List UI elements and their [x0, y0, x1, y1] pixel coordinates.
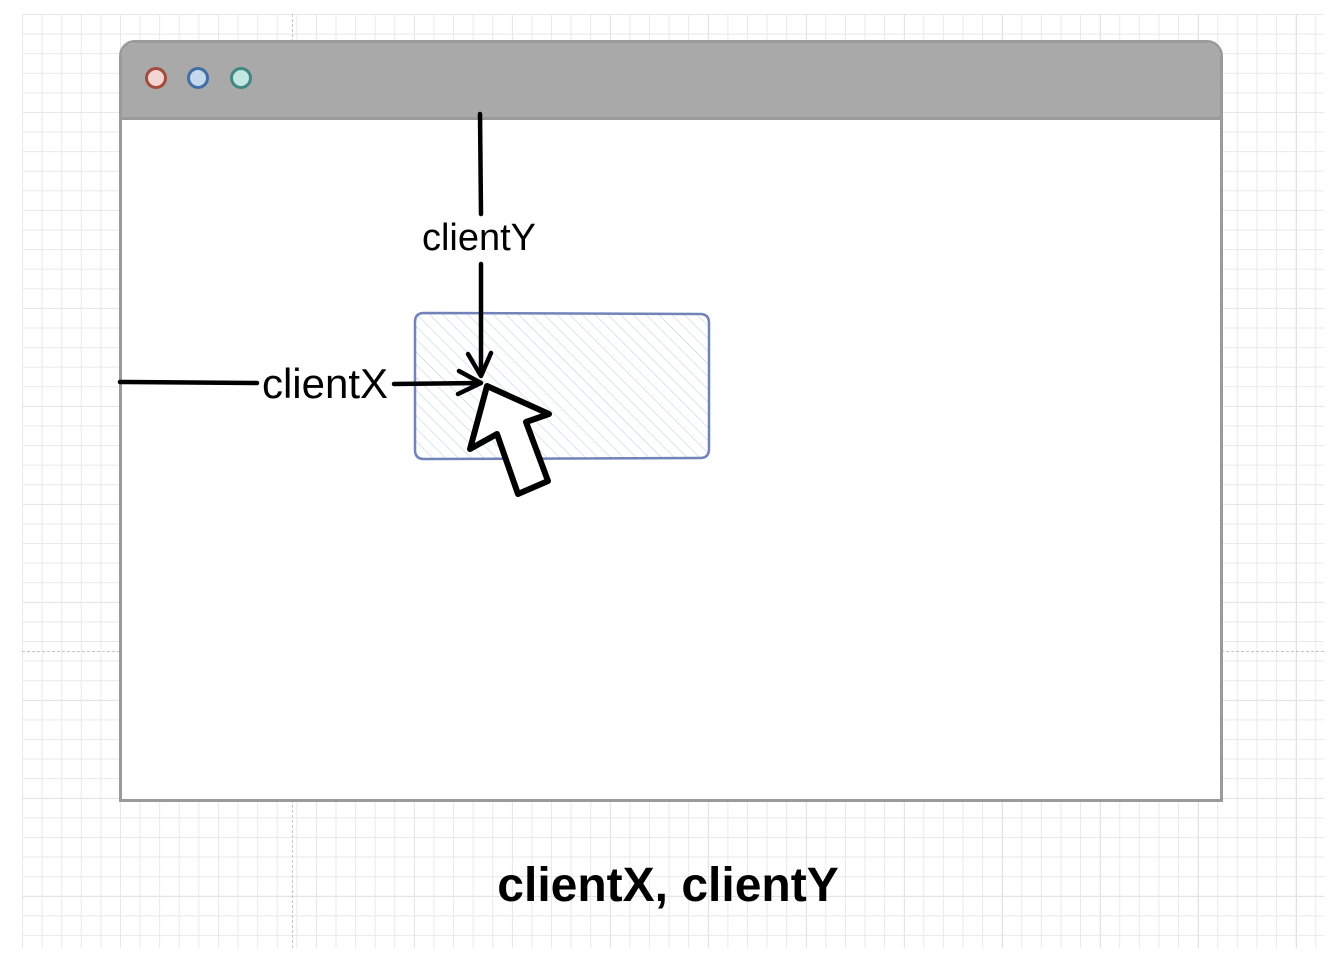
target-element [413, 311, 711, 461]
window-titlebar [122, 43, 1220, 120]
minimize-dot-icon [187, 67, 209, 89]
client-x-arrow [117, 368, 484, 397]
maximize-dot-icon [230, 67, 252, 89]
close-dot-icon [145, 67, 167, 89]
client-x-label: clientX [262, 360, 388, 407]
client-y-arrow [465, 111, 494, 379]
client-y-label: clientY [422, 217, 536, 259]
mouse-cursor-icon [467, 383, 552, 497]
diagram-caption: clientX, clientY [497, 859, 839, 912]
